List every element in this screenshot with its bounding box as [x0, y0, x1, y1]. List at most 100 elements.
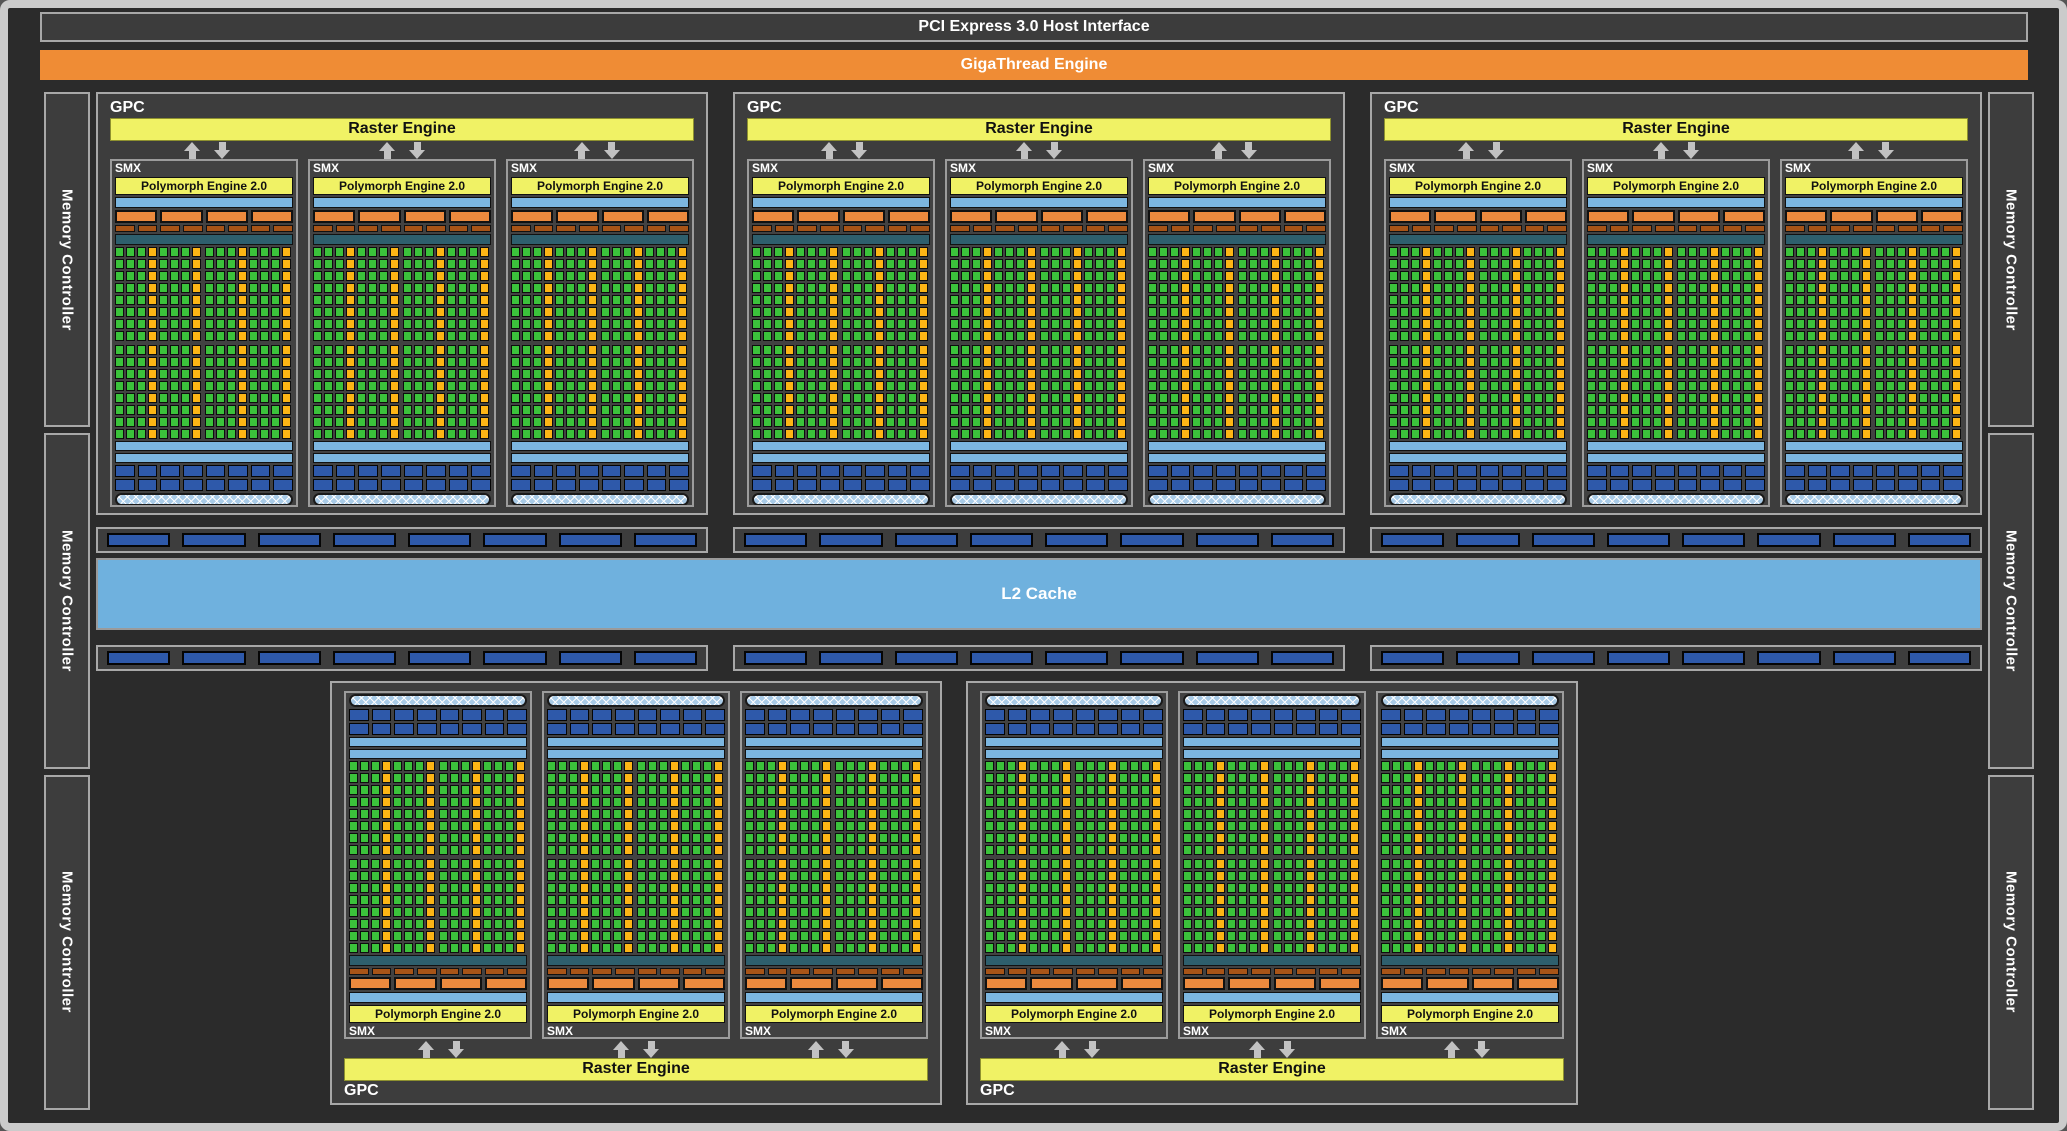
sfu-cell — [426, 943, 435, 953]
core-cell — [115, 429, 124, 439]
sfu-cell — [472, 919, 481, 929]
core-cell — [818, 247, 827, 257]
core-cell — [950, 357, 959, 367]
load-store-segment — [417, 723, 437, 735]
dispatch-unit-segment — [485, 968, 505, 975]
core-cell — [1106, 259, 1115, 269]
load-store-segment — [471, 465, 491, 477]
warp-scheduler-row — [1148, 210, 1326, 223]
warp-scheduler-segment — [1228, 977, 1270, 990]
sfu-cell — [1260, 859, 1269, 869]
core-row — [1381, 809, 1559, 819]
shared-memory-bar — [1148, 453, 1326, 463]
core-cell — [403, 381, 412, 391]
sfu-cell — [580, 895, 589, 905]
sfu-cell — [148, 405, 157, 415]
core-cell — [1029, 821, 1038, 831]
instruction-cache-bar — [745, 992, 923, 1003]
core-cell — [681, 797, 690, 807]
load-store-segment — [1239, 479, 1259, 491]
sfu-cell — [1458, 883, 1467, 893]
core-cell — [1170, 345, 1179, 355]
core-cell — [205, 307, 214, 317]
core-cell — [1545, 357, 1554, 367]
core-cell — [1273, 883, 1282, 893]
core-cell — [656, 271, 665, 281]
core-cell — [1490, 417, 1499, 427]
sfu-cell — [1225, 417, 1234, 427]
sfu-cell — [1073, 345, 1082, 355]
core-cell — [602, 859, 611, 869]
core-cell — [994, 405, 1003, 415]
sfu-cell — [426, 773, 435, 783]
core-cell — [1214, 381, 1223, 391]
sfu-cell — [1664, 271, 1673, 281]
core-cell — [1677, 319, 1686, 329]
sfu-cell — [1458, 761, 1467, 771]
sfu-cell — [1152, 821, 1161, 831]
core-cell — [835, 907, 844, 917]
sfu-cell — [1225, 259, 1234, 269]
core-cell — [271, 393, 280, 403]
core-cell — [205, 405, 214, 415]
core-cell — [818, 271, 827, 281]
down-arrow-head — [604, 150, 620, 159]
core-cell — [763, 393, 772, 403]
core-cell — [1159, 259, 1168, 269]
core-cell — [1214, 429, 1223, 439]
dispatch-unit-segment — [1183, 968, 1203, 975]
down-arrow-head — [1878, 150, 1894, 159]
core-cell — [483, 859, 492, 869]
core-cell — [1194, 907, 1203, 917]
core-cell — [577, 417, 586, 427]
core-cell — [1598, 345, 1607, 355]
sfu-cell — [516, 931, 525, 941]
sfu-cell — [282, 247, 291, 257]
sfu-cell — [1664, 283, 1673, 293]
core-cell — [1677, 405, 1686, 415]
core-cell — [1214, 283, 1223, 293]
core-cell — [1249, 417, 1258, 427]
core-cell — [271, 357, 280, 367]
sfu-cell — [192, 357, 201, 367]
memory-controller-label: Memory Controller — [59, 189, 76, 331]
core-cell — [414, 271, 423, 281]
core-cell — [879, 859, 888, 869]
core-cell — [1293, 331, 1302, 341]
core-cell — [601, 357, 610, 367]
core-cell — [1293, 247, 1302, 257]
load-store-segment — [1472, 709, 1492, 721]
core-cell — [170, 381, 179, 391]
core-cell — [577, 295, 586, 305]
sfu-cell — [1664, 247, 1673, 257]
smx-unit: Polymorph Engine 2.0SMX — [542, 691, 730, 1039]
sfu-cell — [983, 357, 992, 367]
core-cell — [623, 259, 632, 269]
core-cell — [1699, 247, 1708, 257]
sfu-cell — [1152, 845, 1161, 855]
core-cell — [1273, 895, 1282, 905]
instruction-cache-bar — [1183, 992, 1361, 1003]
polymorph-engine-bar: Polymorph Engine 2.0 — [115, 177, 293, 195]
core-cell — [461, 883, 470, 893]
load-store-segment — [624, 465, 644, 477]
core-cell — [1249, 907, 1258, 917]
dispatch-unit-segment — [820, 225, 840, 232]
core-cell — [994, 429, 1003, 439]
up-arrow-stem — [423, 1050, 430, 1058]
core-cell — [1688, 283, 1697, 293]
core-cell — [1688, 271, 1697, 281]
sfu-cell — [382, 773, 391, 783]
core-row — [1587, 369, 1765, 379]
load-store-segment — [1898, 479, 1918, 491]
arrow-pair — [110, 141, 305, 159]
core-cell — [324, 417, 333, 427]
smx-label: SMX — [950, 162, 1128, 175]
core-cell — [1490, 405, 1499, 415]
sfu-cell — [1073, 331, 1082, 341]
core-cell — [1051, 809, 1060, 819]
dispatch-unit-segment — [950, 225, 970, 232]
sfu-cell — [148, 331, 157, 341]
core-cell — [656, 393, 665, 403]
sfu-cell — [634, 295, 643, 305]
